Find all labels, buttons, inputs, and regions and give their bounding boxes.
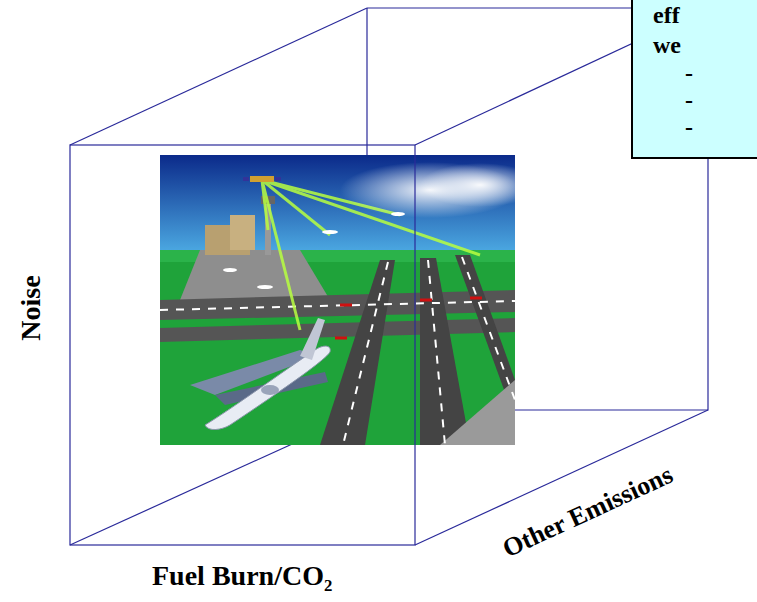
airport-scene xyxy=(160,155,540,445)
cube-back-edges xyxy=(70,8,708,545)
axis-label: Fuel Burn/CO₂ xyxy=(152,560,332,592)
cube-front-face xyxy=(70,145,415,545)
axis-label: Noise xyxy=(14,275,46,340)
bullet-dash: - xyxy=(685,87,715,114)
bullet-dash: - xyxy=(685,60,715,87)
note-heading: eff we xyxy=(653,0,713,60)
axis-label: Other Emissions xyxy=(498,460,677,564)
bullet-dash: - xyxy=(685,114,715,141)
note-box: eff we--- xyxy=(631,0,757,159)
airplane xyxy=(190,318,330,430)
